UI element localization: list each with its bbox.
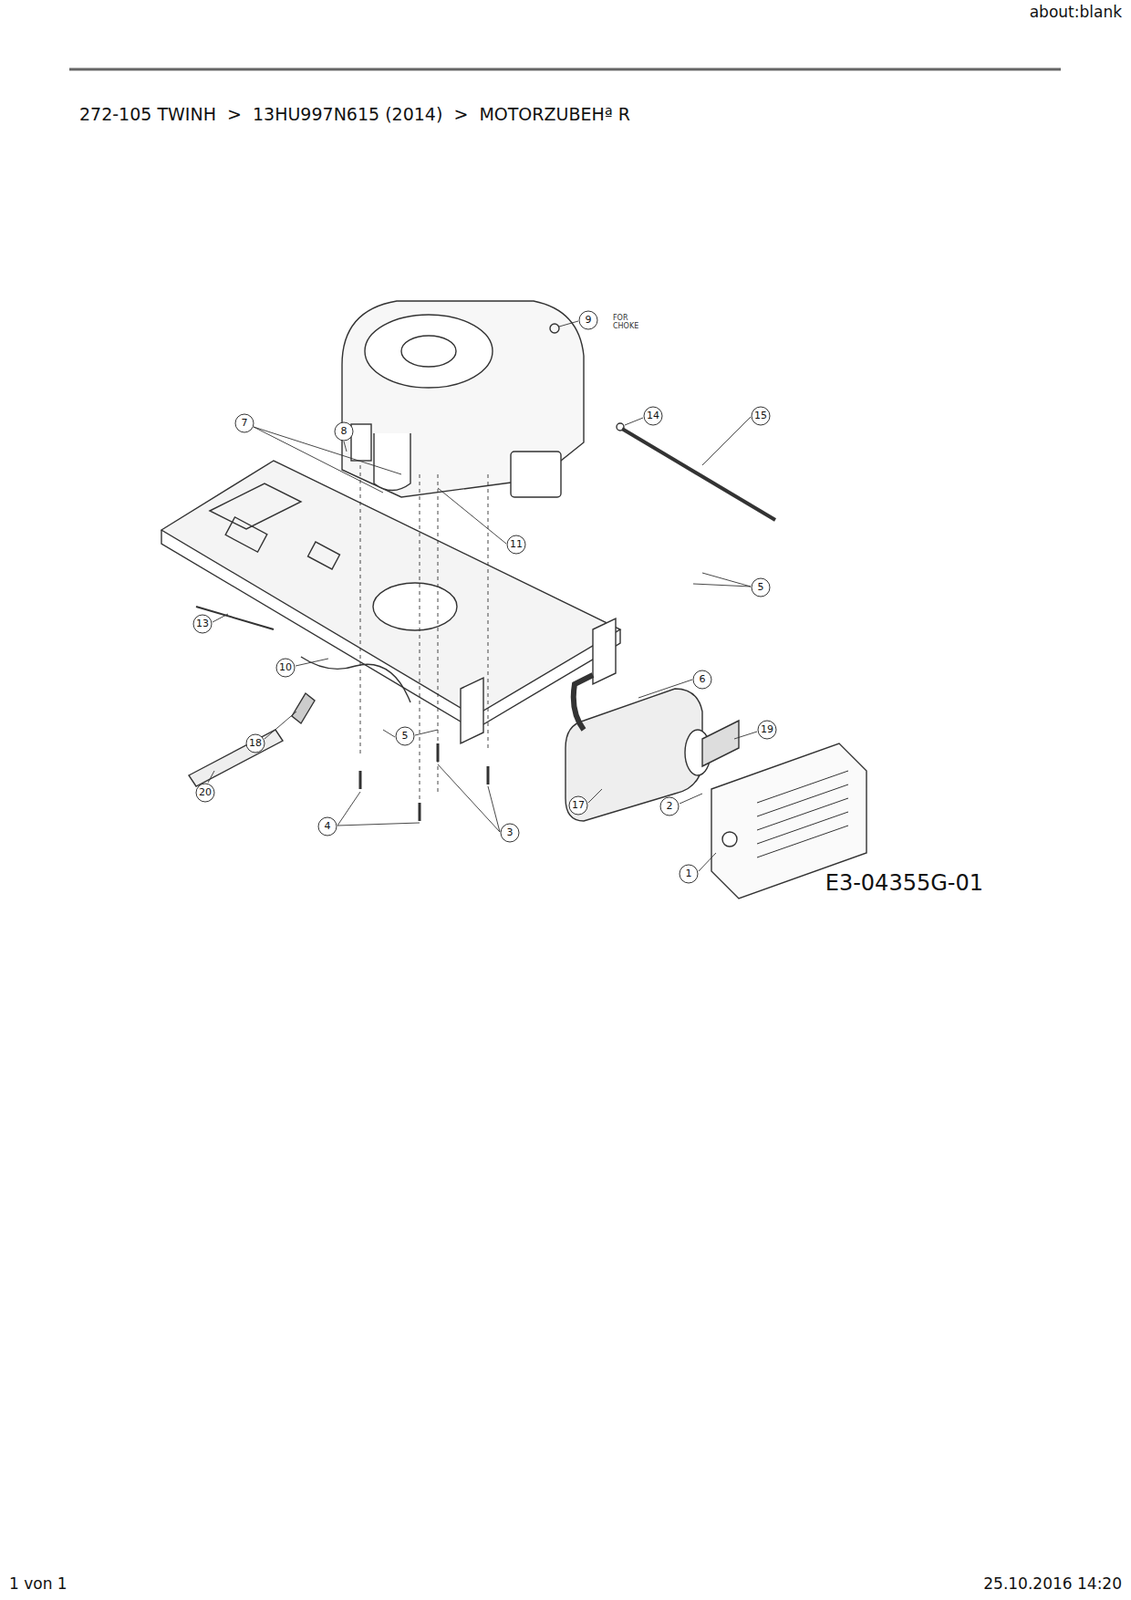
callout-number: 2 [666, 800, 674, 812]
callout-number: 15 [754, 410, 768, 422]
callout-number: 14 [646, 410, 660, 422]
callout-number: 3 [507, 827, 514, 839]
callout-number: 9 [585, 314, 592, 326]
callout-number: 19 [760, 724, 774, 736]
callout-number: 13 [196, 618, 209, 630]
callout-number: 11 [509, 539, 523, 550]
callout-number: 17 [571, 799, 585, 811]
page-url: about:blank [1029, 3, 1122, 21]
callout-number: 4 [324, 820, 332, 832]
breadcrumb-title: 272-105 TWINH > 13HU997N615 (2014) > MOT… [79, 104, 631, 125]
callout-number: 7 [241, 417, 249, 429]
callout-number: 5 [402, 730, 409, 742]
page-count: 1 von 1 [9, 1575, 68, 1593]
callout-number: 8 [341, 425, 348, 437]
callout-number: 5 [757, 581, 765, 593]
callout-number: 1 [685, 868, 693, 880]
callout-number: 6 [699, 674, 706, 685]
print-date: 25.10.2016 14:20 [983, 1575, 1122, 1593]
callout-note: FOR CHOKE [612, 314, 644, 332]
callout-number: 20 [198, 787, 212, 799]
callout-number: 18 [249, 737, 262, 749]
drawing-number: E3-04355G-01 [825, 871, 984, 895]
callout-number: 10 [279, 662, 292, 674]
